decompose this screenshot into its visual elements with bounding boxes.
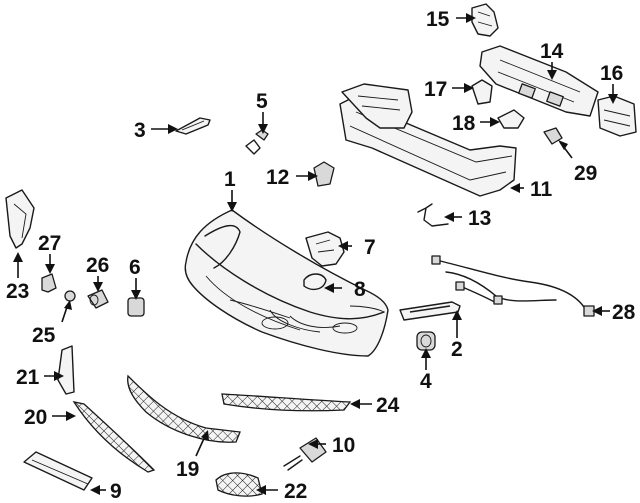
callout-21: 21 <box>16 366 40 389</box>
callout-19: 19 <box>176 458 199 481</box>
callout-20: 20 <box>24 406 47 429</box>
impact-bar-part <box>339 83 517 197</box>
leader-lines <box>13 13 618 495</box>
callout-15: 15 <box>426 8 450 31</box>
energy-absorber-part <box>479 45 599 117</box>
side-grille-part <box>72 401 156 473</box>
sensor-part <box>87 289 109 309</box>
parking-sensor-part <box>283 437 327 471</box>
callout-2: 2 <box>451 338 463 361</box>
nut-part <box>64 290 76 302</box>
callout-4: 4 <box>420 370 432 393</box>
pad-part <box>471 79 493 105</box>
clip-part <box>245 129 269 155</box>
callout-26: 26 <box>86 254 109 277</box>
callout-9: 9 <box>110 480 122 503</box>
connector-part <box>543 127 563 145</box>
lamp-insert-part <box>215 472 263 497</box>
callout-14: 14 <box>540 40 564 63</box>
callout-7: 7 <box>364 236 376 259</box>
bracket-part <box>399 301 461 321</box>
callout-22: 22 <box>284 480 307 503</box>
center-grille-part <box>221 393 352 412</box>
wiring-harness-part <box>431 255 595 317</box>
sensor-bracket-part <box>127 297 145 317</box>
callout-27: 27 <box>38 232 61 255</box>
callout-12: 12 <box>266 166 289 189</box>
side-marker-part <box>5 189 35 249</box>
callout-23: 23 <box>6 280 29 303</box>
callout-5: 5 <box>256 90 268 113</box>
small-bracket-part <box>497 109 525 129</box>
callout-16: 16 <box>600 62 623 85</box>
fastener-part <box>313 161 335 187</box>
grommet-part <box>416 331 436 351</box>
bumper-cover-part <box>184 209 389 357</box>
callout-11: 11 <box>530 178 553 201</box>
callout-25: 25 <box>32 324 56 347</box>
callout-29: 29 <box>574 162 597 185</box>
callout-10: 10 <box>332 434 355 457</box>
callout-13: 13 <box>468 207 491 230</box>
trim-strip-part <box>175 117 211 135</box>
callout-6: 6 <box>129 256 141 279</box>
lower-grille-part <box>127 374 241 443</box>
corner-trim-part <box>57 345 75 395</box>
callout-1: 1 <box>224 168 236 191</box>
mount-bracket-part <box>305 231 345 267</box>
side-bracket-part <box>597 95 637 137</box>
callout-28: 28 <box>612 301 636 324</box>
license-plate-bracket-part <box>23 451 93 491</box>
retainer-part <box>41 273 57 293</box>
cap-part <box>303 273 327 291</box>
callout-8: 8 <box>354 278 366 301</box>
callout-17: 17 <box>424 78 447 101</box>
upper-bracket-part <box>471 3 499 37</box>
wire-bracket-part <box>417 203 449 227</box>
callout-3: 3 <box>134 119 146 142</box>
callout-24: 24 <box>376 394 400 417</box>
callout-18: 18 <box>452 112 476 135</box>
